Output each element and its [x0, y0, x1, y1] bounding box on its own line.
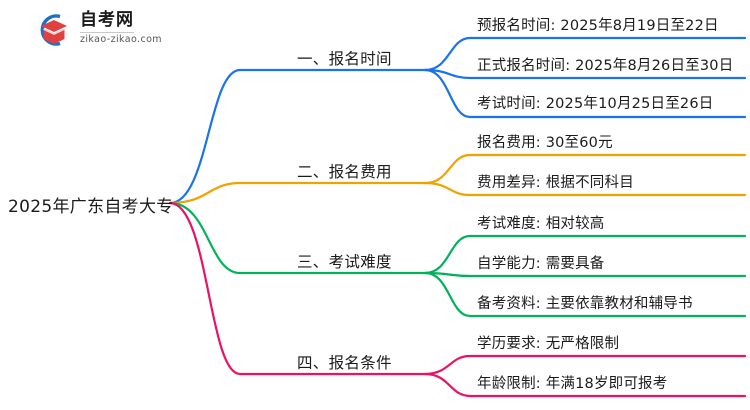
logo-text-block: 自考网 zikao-zikao.com	[80, 10, 200, 47]
branch-label-4: 四、报名条件	[297, 354, 392, 372]
leaf-label-3-3: 备考资料: 主要依靠教材和辅导书	[477, 296, 693, 312]
branch-label-2: 二、报名费用	[297, 163, 392, 181]
branch-label-3: 三、考试难度	[297, 253, 392, 271]
logo-mark-icon	[40, 14, 67, 46]
leaf-label-1-1: 预报名时间: 2025年8月19日至22日	[477, 18, 719, 34]
branch-label-1: 一、报名时间	[297, 50, 392, 68]
logo-site-name: 自考网	[80, 10, 134, 33]
leaf-label-2-1: 报名费用: 30至60元	[477, 135, 613, 151]
leaf-label-4-1: 学历要求: 无严格限制	[477, 336, 620, 352]
leaf-label-3-2: 自学能力: 需要具备	[477, 256, 605, 272]
leaf-label-4-2: 年龄限制: 年满18岁即可报考	[477, 376, 668, 392]
root-node-label: 2025年广东自考大专	[8, 197, 174, 217]
leaf-label-2-2: 费用差异: 根据不同科目	[477, 175, 634, 191]
logo-site-url: zikao-zikao.com	[80, 34, 162, 45]
site-logo: 自考网 zikao-zikao.com	[30, 10, 200, 52]
leaf-label-1-2: 正式报名时间: 2025年8月26日至30日	[477, 58, 734, 74]
leaf-label-1-3: 考试时间: 2025年10月25日至26日	[477, 96, 714, 112]
leaf-label-3-1: 考试难度: 相对较高	[477, 216, 605, 232]
